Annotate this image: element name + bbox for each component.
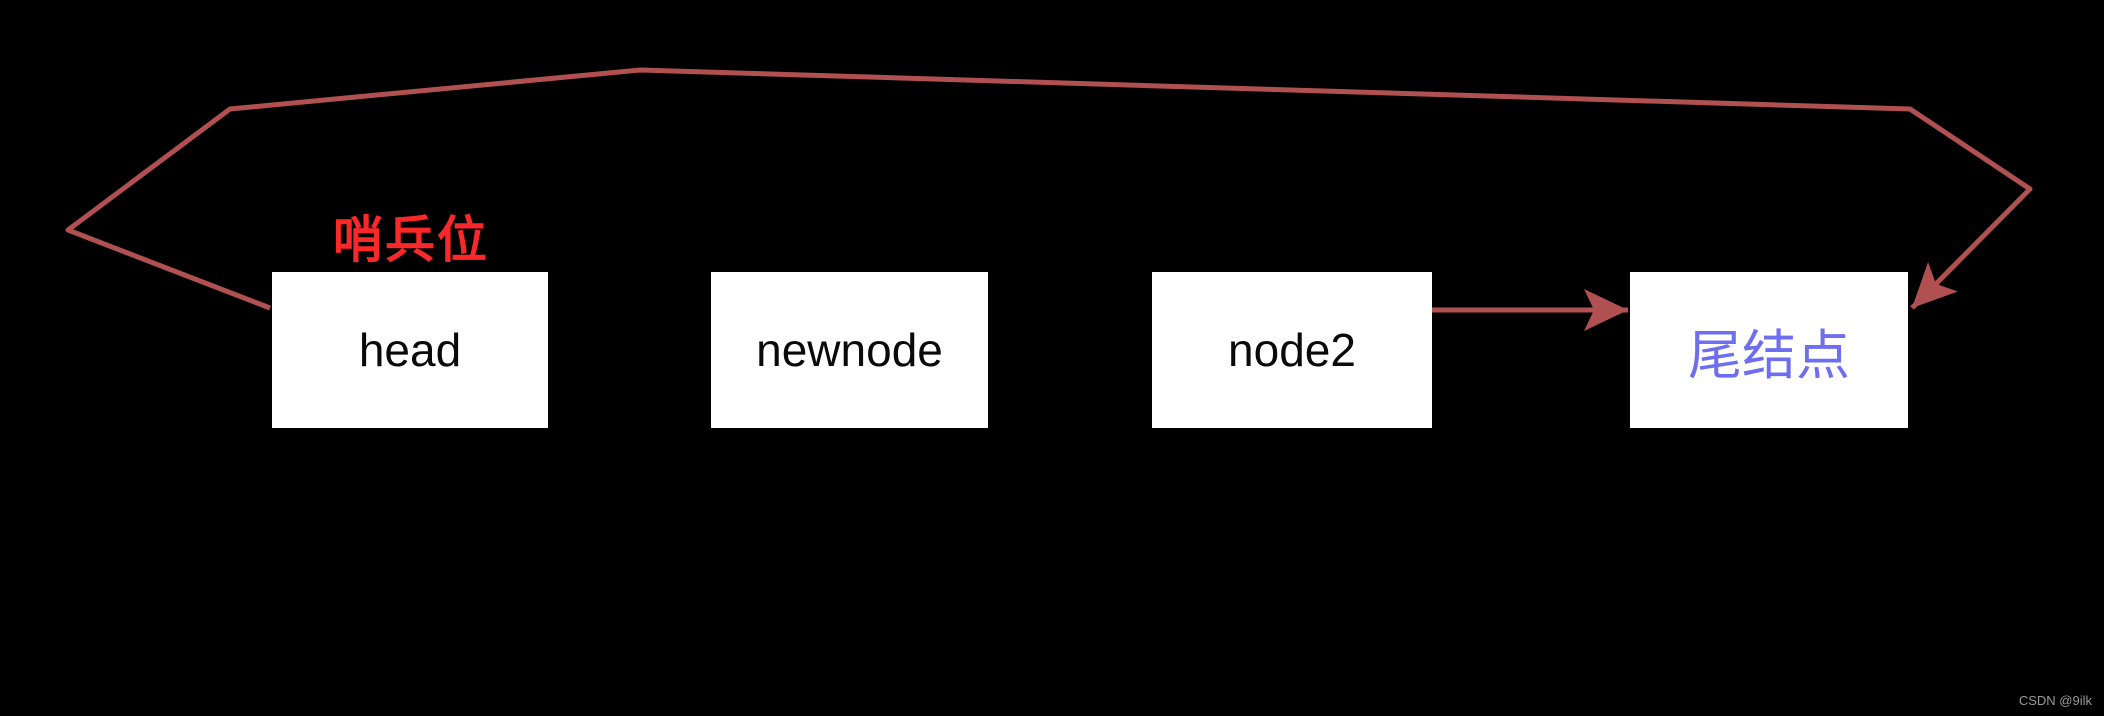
node-box-head: head bbox=[272, 272, 548, 428]
watermark: CSDN @9ilk bbox=[2018, 693, 2092, 708]
node-box-newnode: newnode bbox=[711, 272, 988, 428]
sentinel-label: 哨兵位 bbox=[333, 212, 489, 268]
node-label-tail: 尾结点 bbox=[1688, 325, 1850, 386]
node-label-node2: node2 bbox=[1228, 324, 1356, 376]
node-box-node2: node2 bbox=[1152, 272, 1432, 428]
sentinel-loop-arrow bbox=[65, 67, 2033, 311]
node-box-tail: 尾结点 bbox=[1630, 272, 1908, 428]
node-label-newnode: newnode bbox=[756, 324, 943, 376]
node-label-head: head bbox=[358, 324, 462, 376]
